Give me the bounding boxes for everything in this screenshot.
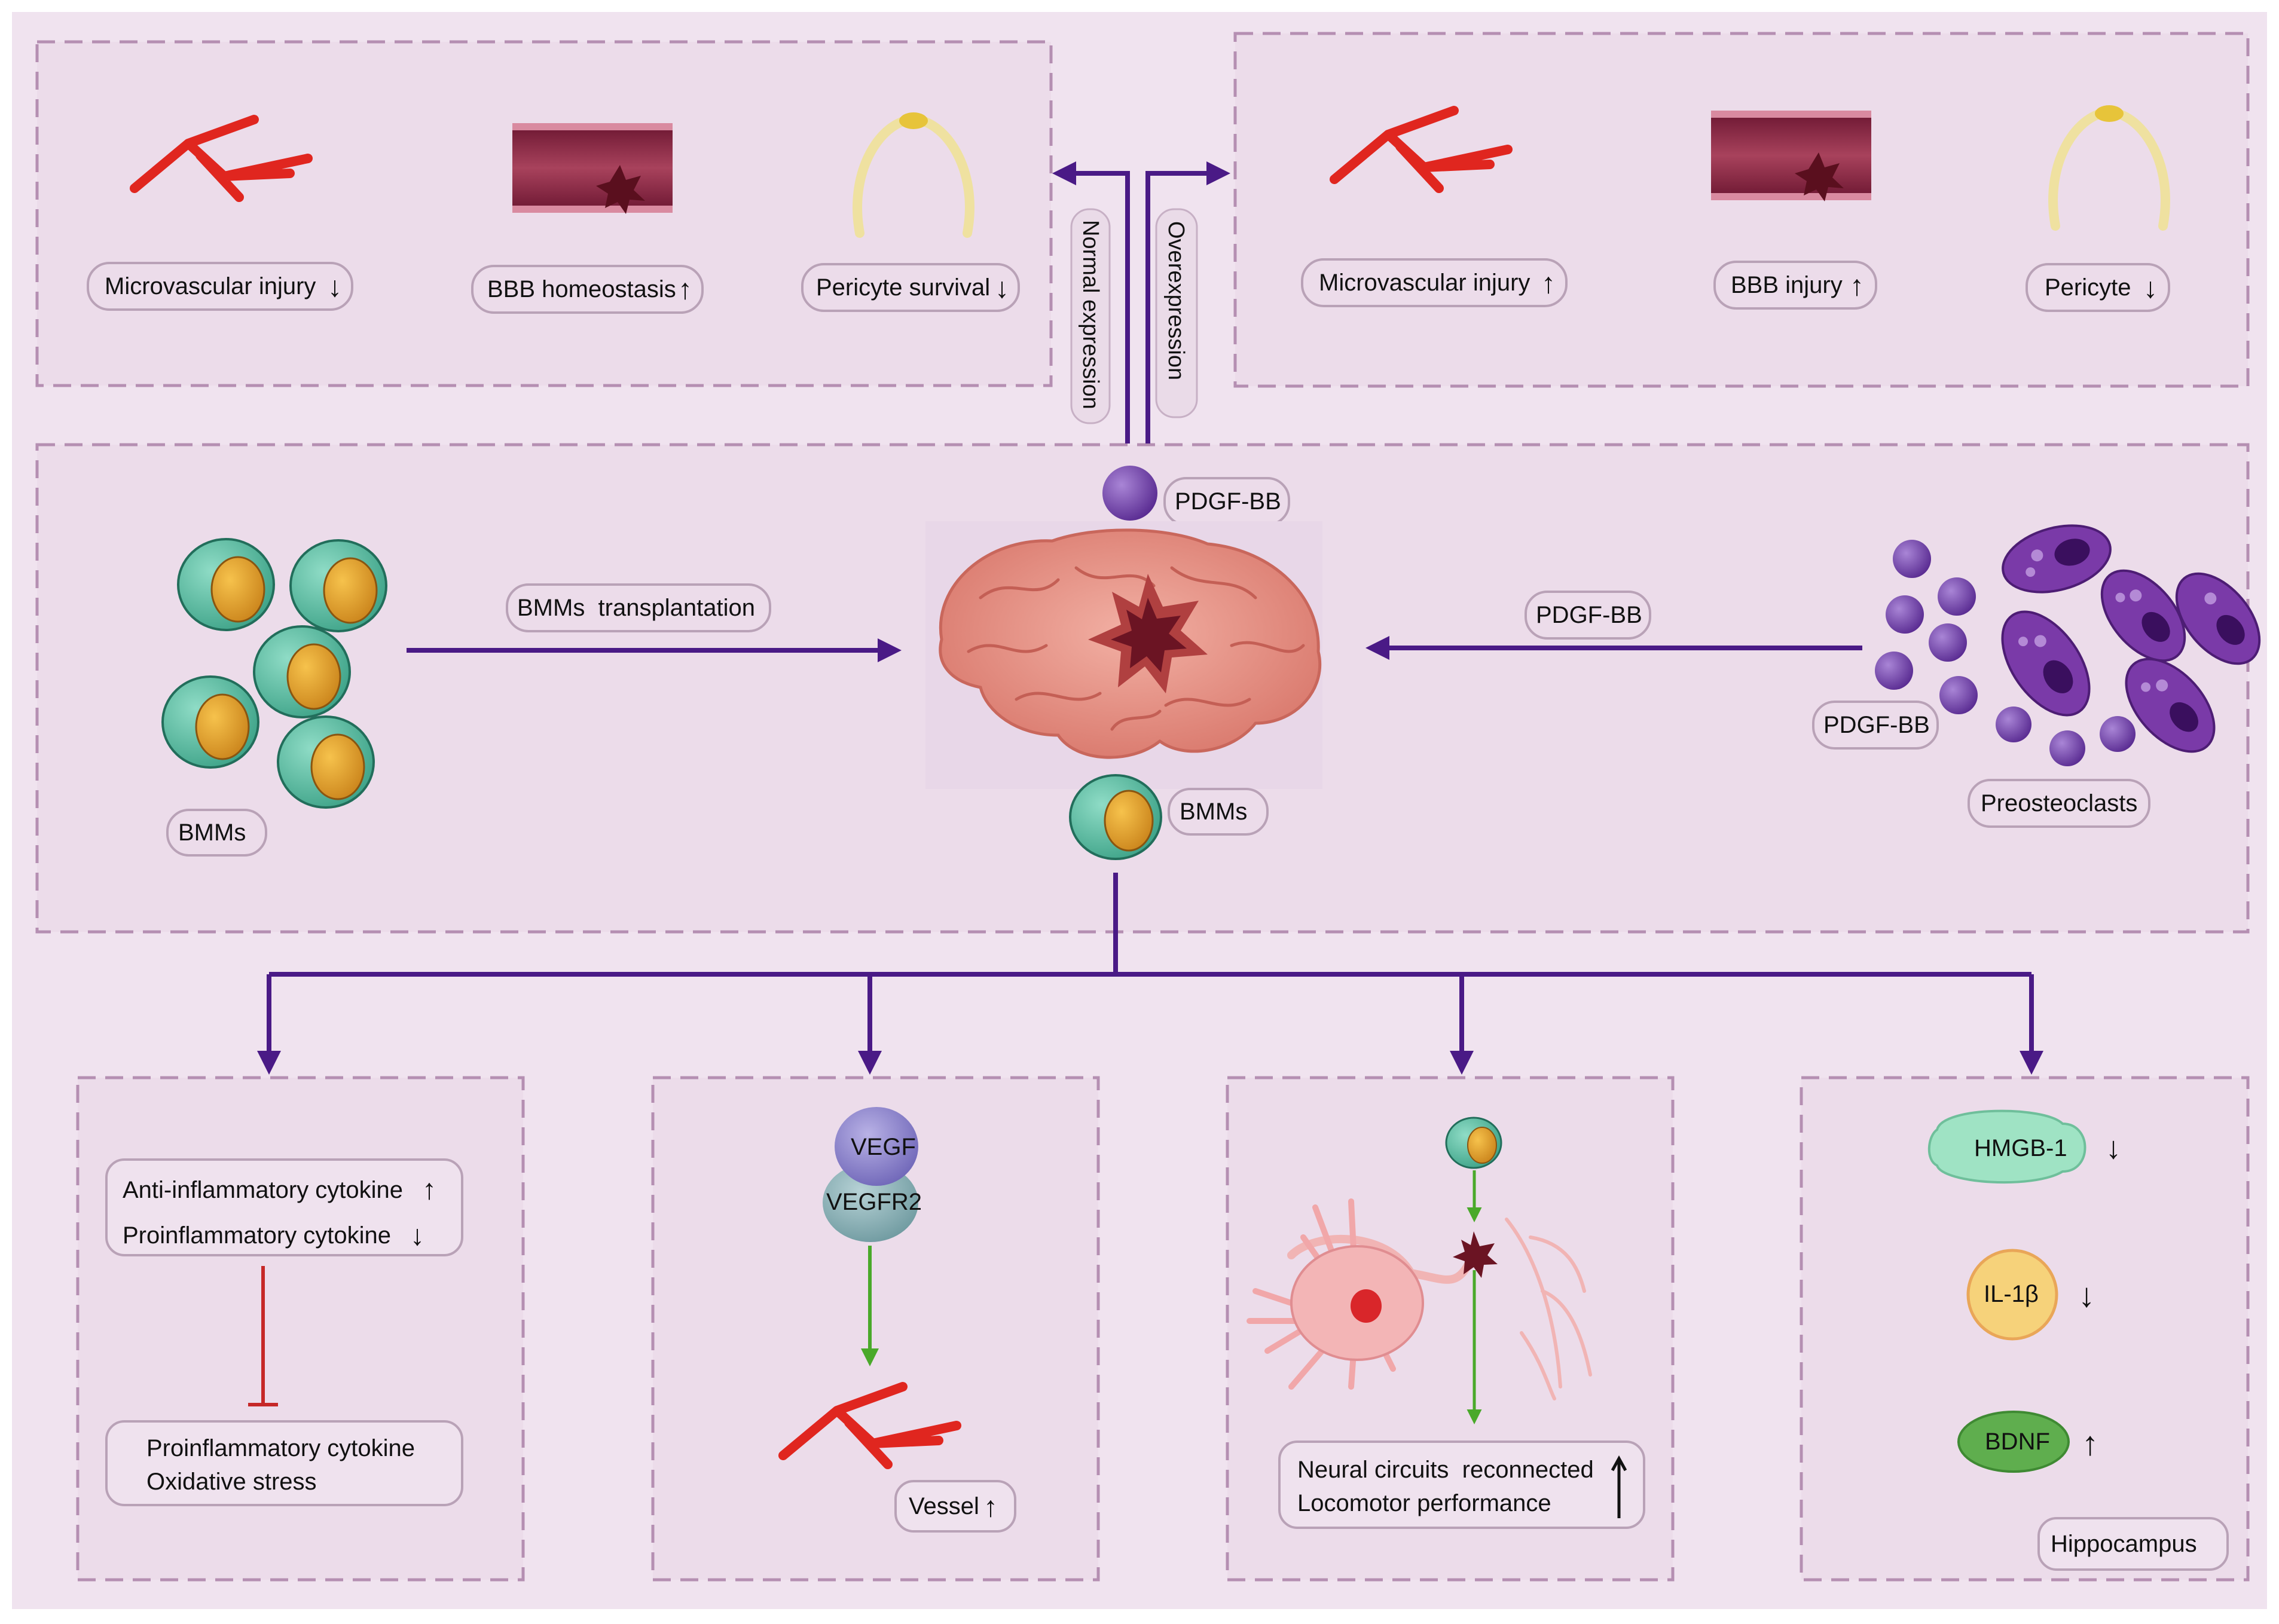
label-pericyte: Pericyte ↓: [2026, 263, 2170, 312]
svg-text:VEGF: VEGF: [851, 1134, 916, 1160]
neuron-icon: [1247, 1198, 1592, 1400]
trend-icon: ↓: [995, 273, 1009, 304]
cytokine-box: Anti-inflammatory cytokine ↑ Proinflamma…: [105, 1158, 463, 1256]
vessel-icon-right: [1330, 106, 1513, 193]
trend-icon: ↑: [1541, 268, 1556, 299]
trend-icon: ↓: [328, 271, 342, 303]
pericyte-icon: [853, 112, 974, 238]
svg-text:BMMs: BMMs: [178, 819, 246, 846]
pdgf-bb-cluster: [1875, 540, 2136, 766]
label-bmms-left: BMMs: [166, 809, 267, 857]
svg-text:BMMs: BMMs: [1180, 799, 1247, 825]
trend-icon: ↑: [983, 1491, 998, 1523]
label-bmms-center: BMMs: [1168, 788, 1269, 836]
trend-icon: ↓: [2078, 1276, 2095, 1314]
label-preosteoclasts: Preosteoclasts: [1968, 779, 2150, 828]
svg-text:Microvascular injury: Microvascular injury: [105, 273, 316, 299]
label-microvascular-injury-left: Microvascular injury ↓: [87, 262, 353, 311]
svg-text:VEGFR2: VEGFR2: [826, 1189, 922, 1215]
preosteoclast-cells: [2001, 524, 2261, 753]
svg-text:PDGF-BB: PDGF-BB: [1536, 602, 1642, 628]
trend-icon: ↑: [1850, 270, 1864, 302]
vessel-icon-bottom: [778, 1382, 961, 1469]
svg-text:Locomotor performance: Locomotor performance: [1297, 1490, 1551, 1516]
svg-text:IL-1β: IL-1β: [1984, 1281, 2039, 1307]
bdnf-marker: BDNF ↑: [1957, 1411, 2098, 1473]
svg-text:Pericyte: Pericyte: [2045, 274, 2131, 301]
label-microvascular-injury-right: Microvascular injury ↑: [1301, 258, 1568, 307]
trend-icon: ↑: [678, 274, 692, 305]
label-pericyte-survival: Pericyte survival ↓: [801, 263, 1020, 312]
blood-brain-barrier-icon-right: [1711, 111, 1871, 201]
label-bbb-homeostasis: BBB homeostasis ↑: [471, 265, 704, 314]
brain-icon: [939, 528, 1322, 759]
svg-text:Hippocampus: Hippocampus: [2051, 1531, 2197, 1557]
svg-text:Proinflammatory cytokine: Proinflammatory cytokine: [123, 1222, 391, 1249]
vessel-icon: [130, 115, 313, 202]
label-pdgf-bb-arrow: PDGF-BB: [1525, 591, 1651, 640]
trend-icon: ↑: [422, 1174, 436, 1206]
normal-expression-label: Normal expression: [1070, 208, 1111, 424]
svg-text:BBB injury: BBB injury: [1731, 272, 1843, 298]
label-vessel: Vessel ↑: [894, 1480, 1016, 1533]
panel-top-left: [35, 40, 1053, 387]
blood-brain-barrier-icon: [512, 123, 673, 214]
il1b-marker: IL-1β ↓: [1966, 1249, 2095, 1341]
vegf-ligand: VEGF: [835, 1107, 918, 1186]
bmm-cell-center: [1069, 774, 1162, 860]
svg-text:Overexpression: Overexpression: [1163, 221, 1189, 380]
svg-text:BDNF: BDNF: [1985, 1429, 2050, 1455]
svg-text:Neural circuits reconnected: Neural circuits reconnected: [1297, 1457, 1594, 1483]
pericyte-icon-right: [2048, 105, 2170, 231]
svg-text:Pericyte survival: Pericyte survival: [816, 274, 990, 301]
trend-icon: ↓: [410, 1220, 424, 1252]
overexpression-label: Overexpression: [1155, 208, 1198, 418]
svg-text:Oxidative stress: Oxidative stress: [146, 1469, 317, 1495]
svg-text:Preosteoclasts: Preosteoclasts: [1981, 790, 2137, 816]
svg-text:PDGF-BB: PDGF-BB: [1823, 712, 1930, 738]
inhibition-arrow: [248, 1266, 278, 1406]
trend-icon: ↓: [2106, 1131, 2121, 1166]
svg-text:BMMs transplantation: BMMs transplantation: [517, 595, 755, 621]
label-pdgf-bb-top: PDGF-BB: [1163, 477, 1290, 526]
svg-text:Normal expression: Normal expression: [1078, 220, 1103, 409]
neural-recovery-box: Neural circuits reconnected Locomotor pe…: [1278, 1441, 1645, 1529]
label-hippocampus: Hippocampus: [2037, 1517, 2229, 1571]
trend-icon: ↓: [2143, 273, 2158, 304]
bmm-cell-cluster: [161, 538, 387, 809]
bmm-cell-small: [1445, 1117, 1502, 1169]
vegfr2-receptor: VEGFR2: [823, 1163, 922, 1242]
svg-text:Anti-inflammatory cytokine: Anti-inflammatory cytokine: [123, 1177, 403, 1203]
svg-text:Proinflammatory cytokine: Proinflammatory cytokine: [146, 1435, 415, 1461]
label-pdgf-bb-cluster: PDGF-BB: [1812, 701, 1939, 750]
label-bmms-transplantation: BMMs transplantation: [506, 583, 771, 632]
pdgf-bb-sphere: [1102, 466, 1157, 521]
overexpression-arrow: [1145, 161, 1230, 444]
normal-expression-arrow: [1052, 161, 1130, 444]
panel-top-right: [1233, 32, 2250, 388]
hmgb1-marker: HMGB-1 ↓: [1927, 1109, 2121, 1184]
svg-text:Microvascular injury: Microvascular injury: [1319, 270, 1530, 296]
svg-text:Vessel: Vessel: [909, 1493, 979, 1519]
trend-icon-head: [1611, 1455, 1627, 1472]
label-bbb-injury: BBB injury ↑: [1713, 261, 1877, 310]
svg-text:BBB homeostasis: BBB homeostasis: [487, 276, 676, 302]
svg-text:HMGB-1: HMGB-1: [1974, 1135, 2067, 1161]
trend-icon: ↑: [2082, 1424, 2098, 1462]
svg-text:PDGF-BB: PDGF-BB: [1175, 488, 1281, 515]
oxidative-stress-box: Proinflammatory cytokine Oxidative stres…: [105, 1420, 463, 1506]
